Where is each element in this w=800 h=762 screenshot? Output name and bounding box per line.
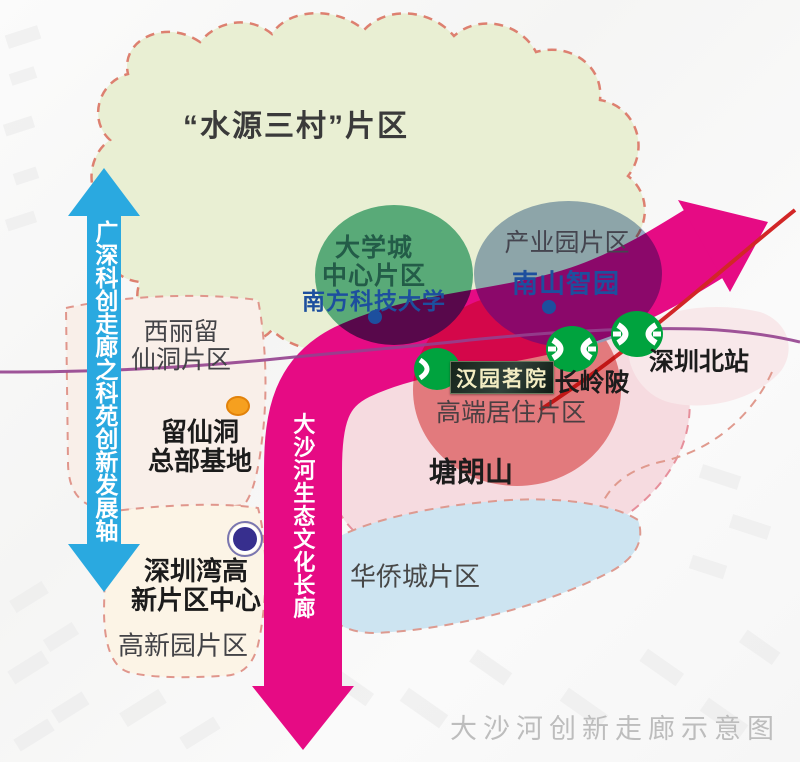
szbay-line1: 深圳湾高 <box>143 555 249 586</box>
zone-industry-park-label: 产业园片区 <box>504 229 630 257</box>
axis-arrow-label: 广深科创走廊之科苑创新发展轴 <box>91 220 118 542</box>
map-caption: 大沙河创新走廊示意图 <box>450 713 780 744</box>
nanshan-ipark-dot <box>542 300 556 314</box>
zone-oct-label: 华侨城片区 <box>349 561 481 592</box>
szbay-line2: 新片区中心 <box>130 585 262 615</box>
szbay-center-label: 深圳湾高 新片区中心 <box>130 555 262 615</box>
liuxiandong-line2: 总部基地 <box>147 446 253 476</box>
zone-xili-line2: 仙洞片区 <box>130 346 232 374</box>
circle-industry-park <box>474 201 662 347</box>
zone-xili-line1: 西丽留 <box>143 318 219 346</box>
liuxiandong-base-label: 留仙洞 总部基地 <box>147 416 253 476</box>
metro-icon-hidden <box>414 348 460 390</box>
zone-gaoxin-area <box>102 503 267 679</box>
sustech-dot <box>368 310 382 324</box>
zone-xili-label: 西丽留 仙洞片区 <box>131 318 231 374</box>
river-arrowhead-down <box>252 686 354 750</box>
nanshan-ipark-label: 南山智园 <box>511 268 621 299</box>
shenzhen-north-label: 深圳北站 <box>648 348 750 376</box>
metro-icon-shenzhen-north <box>611 311 663 357</box>
zone-university-town-line2: 中心片区 <box>321 262 427 290</box>
circle-university-town <box>315 205 473 345</box>
zone-gaoxin-label: 高新园片区 <box>117 630 249 661</box>
hanyuan-label: 汉园茗院 <box>456 367 548 391</box>
liuxiandong-line1: 留仙洞 <box>160 416 240 447</box>
zone-north-station-border <box>603 371 773 501</box>
tanglangshan-label: 塘朗山 <box>428 456 514 488</box>
river-arrowhead-upright <box>678 200 768 292</box>
rail-line <box>0 327 800 374</box>
axis-arrow <box>68 168 140 592</box>
zone-shuiyuan-label: “水源三村”片区 <box>183 110 409 144</box>
zone-oct-area <box>319 498 642 635</box>
liuxiandong-dot <box>226 396 250 416</box>
changlingpo-label: 长岭陂 <box>554 369 630 397</box>
zone-residential-label: 高端居住片区 <box>435 399 587 427</box>
river-arrow-label: 大沙河生态文化长廊 <box>290 412 316 620</box>
hanyuan-sign: 汉园茗院 <box>450 361 554 394</box>
zone-university-town-line1: 大学城 <box>334 234 414 262</box>
metro-icon-changlingpo <box>546 326 598 372</box>
szbay-center-dot <box>227 521 263 557</box>
sustech-label: 南方科技大学 <box>302 288 446 315</box>
zone-university-town-label: 大学城 中心片区 <box>322 234 426 290</box>
